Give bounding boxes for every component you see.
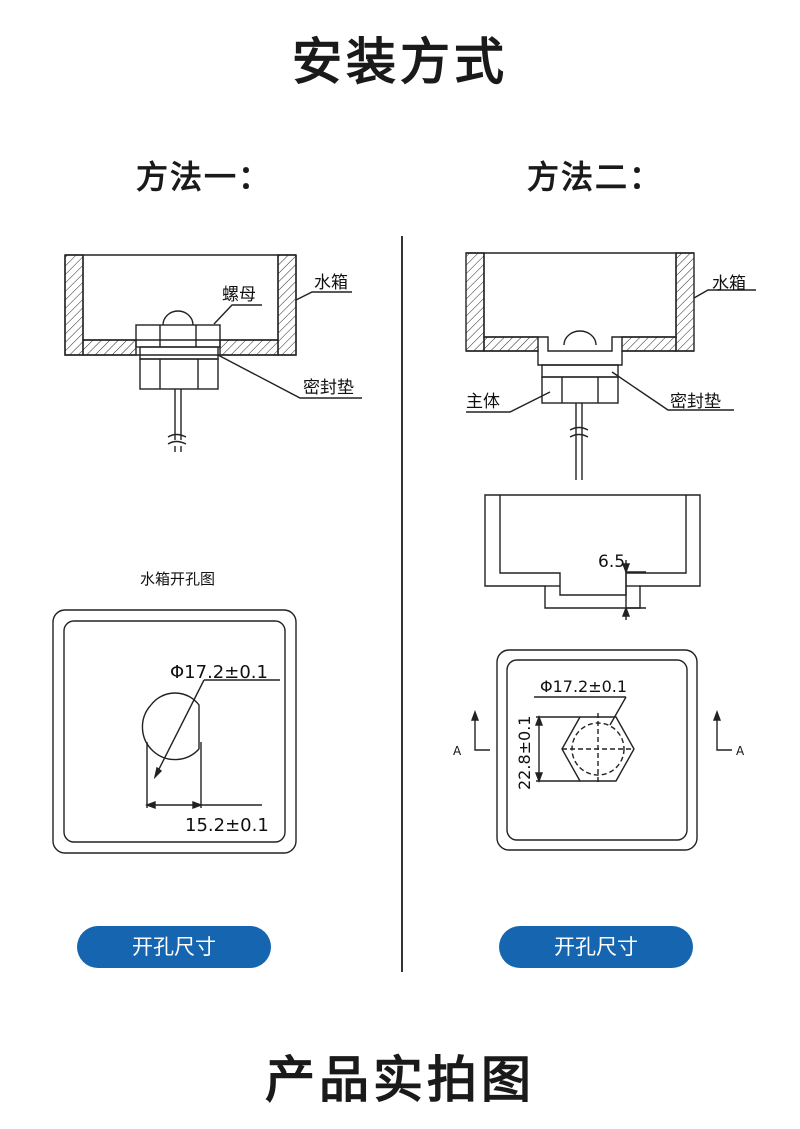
method2-hex-height-label: 22.8±0.1 [515, 716, 534, 790]
method2-label-gasket: 密封垫 [670, 392, 721, 412]
method2-hole-size-button[interactable]: 开孔尺寸 [499, 926, 693, 968]
method2-diagrams: 水箱 主体 密封垫 6.5 Φ17.2±0. [453, 252, 756, 851]
method2-label-body: 主体 [466, 392, 500, 412]
method2-tank-side-view [465, 252, 756, 480]
method1-diameter-label: Φ17.2±0.1 [170, 662, 268, 683]
method2-hex-top-view [470, 649, 732, 851]
method1-title: 方法一： [136, 158, 273, 196]
page-title: 安装方式 [292, 33, 508, 91]
method1-hole-top-view [52, 609, 297, 854]
method2-depth-label: 6.5 [598, 552, 625, 572]
method1-label-nut: 螺母 [222, 285, 256, 305]
method1-label-gasket: 密封垫 [303, 378, 354, 398]
method1-hole-caption: 水箱开孔图 [140, 570, 215, 588]
method2-section-view [484, 494, 701, 620]
method2-diameter-label: Φ17.2±0.1 [540, 677, 627, 696]
center-divider [401, 236, 403, 972]
method2-section-mark-right: A [736, 744, 745, 758]
method2-title: 方法二： [527, 158, 664, 196]
method1-diagrams: 螺母 水箱 密封垫 水箱开孔图 Φ17.2±0.1 15.2±0.1 [52, 254, 362, 854]
method1-hole-size-button[interactable]: 开孔尺寸 [77, 926, 271, 968]
method1-label-tank: 水箱 [314, 273, 348, 293]
method2-label-tank: 水箱 [712, 274, 746, 294]
method2-section-mark-left: A [453, 744, 462, 758]
product-photo-title: 产品实拍图 [265, 1051, 535, 1109]
method1-tank-side-view [64, 254, 362, 452]
method1-flat-label: 15.2±0.1 [185, 815, 269, 836]
